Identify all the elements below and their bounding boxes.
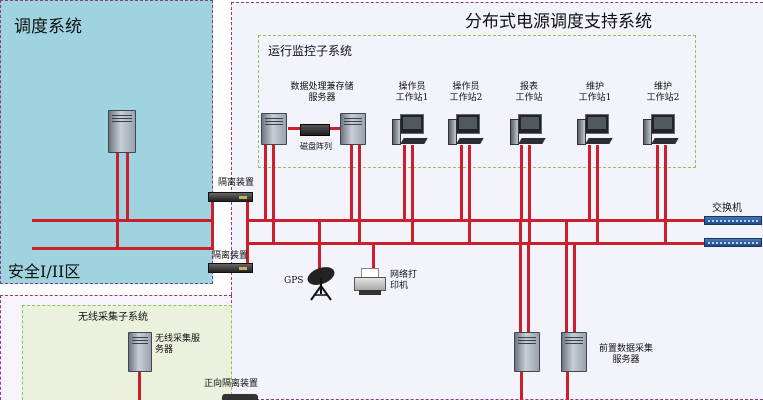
frontend-server-label: 前置数据采集 服务器 xyxy=(598,344,653,365)
frontend-server-2-icon xyxy=(561,332,587,372)
gps-label: GPS xyxy=(284,276,304,286)
maint1-drop-2 xyxy=(596,145,599,245)
isolator-bottom-icon xyxy=(208,263,253,273)
monitor-subsystem-box xyxy=(258,35,696,168)
maint1-label: 维护 工作站1 xyxy=(578,82,612,103)
operator1-drop xyxy=(403,145,406,222)
forward-isolator-icon xyxy=(222,394,258,400)
data-server1-drop-2 xyxy=(272,142,275,245)
maint1-drop xyxy=(588,145,591,222)
wireless-subsystem-box xyxy=(22,305,232,400)
frontend2-drop-2 xyxy=(573,244,576,333)
gps-antenna-icon xyxy=(307,267,335,301)
report-drop xyxy=(520,145,523,222)
maint1-workstation-icon xyxy=(577,114,613,148)
isolator-top-icon xyxy=(208,192,253,202)
support-system-title: 分布式电源调度支持系统 xyxy=(465,12,652,32)
security-zone-label: 安全I/II区 xyxy=(8,262,81,281)
report-label: 报表 工作站 xyxy=(515,82,543,103)
printer-icon xyxy=(354,268,386,296)
switch-label: 交换机 xyxy=(712,203,742,214)
dispatch-zone-title: 调度系统 xyxy=(14,17,82,37)
frontend-bottom-drop xyxy=(520,372,523,400)
monitor-subsystem-title: 运行监控子系统 xyxy=(268,44,353,58)
maint2-workstation-icon xyxy=(643,114,679,148)
maint2-drop xyxy=(656,145,659,222)
printer-drop xyxy=(372,244,375,268)
switch-lower-icon xyxy=(704,238,762,247)
report-drop-2 xyxy=(528,145,531,245)
data-server-1-icon xyxy=(261,113,287,145)
switch-upper-icon xyxy=(704,216,762,225)
frontend-bottom-drop-2 xyxy=(566,372,569,400)
operator2-drop-2 xyxy=(468,145,471,245)
maint2-drop-2 xyxy=(664,145,667,245)
wireless-server-icon xyxy=(128,332,152,372)
frontend2-drop xyxy=(565,221,568,333)
dispatch-bus-upper xyxy=(32,219,212,222)
dispatch-bus-lower xyxy=(32,247,212,250)
operator2-workstation-icon xyxy=(448,114,484,148)
frontend1-drop xyxy=(519,221,522,333)
isolator-bottom-label: 隔离装置 xyxy=(212,251,249,261)
isolator-top-label: 隔离装置 xyxy=(218,178,255,188)
support-system-zone xyxy=(231,2,763,400)
operator1-label: 操作员 工作站1 xyxy=(395,82,429,103)
wireless-server-label: 无线采集服 务器 xyxy=(155,334,201,355)
data-server-label: 数据处理兼存储 服务器 xyxy=(290,82,354,103)
dispatch-zone xyxy=(0,0,213,284)
data-server2-drop xyxy=(350,142,353,222)
operator1-drop-2 xyxy=(411,145,414,245)
dispatch-server-drop xyxy=(116,152,119,248)
operator2-label: 操作员 工作站2 xyxy=(449,82,483,103)
frontend1-drop-2 xyxy=(527,244,530,333)
disk-array-icon xyxy=(300,124,330,136)
report-workstation-icon xyxy=(510,114,546,148)
disk-array-label: 磁盘阵列 xyxy=(300,142,332,151)
data-server2-drop-2 xyxy=(358,142,361,245)
forward-isolator-label: 正向隔离装置 xyxy=(204,379,259,389)
dispatch-server-drop-2 xyxy=(126,152,129,222)
wireless-server-drop xyxy=(138,372,141,400)
gps-drop xyxy=(318,221,321,269)
operator1-workstation-icon xyxy=(392,114,428,148)
isolator-link-left xyxy=(211,199,214,250)
data-server-2-icon xyxy=(340,113,366,145)
main-bus-lower xyxy=(246,242,706,245)
operator2-drop xyxy=(460,145,463,222)
printer-label: 网络打 印机 xyxy=(390,270,418,291)
main-bus-upper xyxy=(246,219,706,222)
data-server1-drop xyxy=(264,142,267,222)
dispatch-server-icon xyxy=(108,110,136,153)
frontend-server-1-icon xyxy=(514,332,540,372)
wireless-subsystem-title: 无线采集子系统 xyxy=(78,312,148,323)
isolator-link-right xyxy=(246,200,249,264)
maint2-label: 维护 工作站2 xyxy=(646,82,680,103)
